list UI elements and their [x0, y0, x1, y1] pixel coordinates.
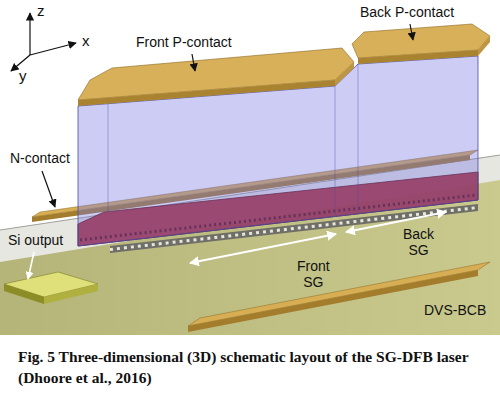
part-label: Front P-contact: [136, 34, 232, 50]
n-contact-strip: [188, 262, 490, 326]
label-holder: Back P-contact: [360, 4, 454, 20]
axis-label: x: [82, 32, 90, 49]
label-holder: Back SG: [403, 226, 434, 258]
back-p-contact-side: [358, 50, 478, 64]
n-contact-side: [188, 270, 478, 332]
label-holder: x: [82, 32, 90, 49]
leader-arrow: [410, 24, 413, 40]
leader-arrow: [192, 54, 195, 71]
axis-label: y: [19, 67, 27, 84]
label-holder: z: [37, 2, 45, 19]
si-waveguide-side: [44, 284, 98, 304]
front-p-contact-side: [78, 80, 335, 106]
label-holder: Si output: [8, 232, 63, 248]
mesa-edge: [358, 64, 359, 213]
label-holder: DVS-BCB: [424, 302, 486, 318]
part-label: N-contact: [10, 150, 70, 166]
back-p-contact-side: [478, 36, 490, 56]
part-label: Si output: [8, 232, 63, 248]
label-holder: Front P-contact: [136, 34, 232, 50]
front-p-contact-side: [335, 62, 354, 86]
part-label: Back P-contact: [360, 4, 454, 20]
si-waveguide-side: [4, 284, 44, 304]
axis-label: z: [37, 2, 45, 19]
leader-arrow: [42, 171, 55, 207]
figure-caption: Fig. 5 Three-dimensional (3D) schematic …: [18, 346, 484, 388]
mesa-edge: [335, 86, 336, 216]
label-holder: y: [19, 67, 27, 84]
section-label: Front SG: [297, 258, 330, 290]
label-holder: N-contact: [10, 150, 70, 166]
section-label: Back SG: [403, 226, 434, 258]
axis-arrow: [30, 43, 76, 55]
axis-arrow: [29, 13, 30, 55]
output-arrow: [28, 252, 34, 279]
layer-label: DVS-BCB: [424, 302, 486, 318]
label-holder: Front SG: [297, 258, 330, 290]
